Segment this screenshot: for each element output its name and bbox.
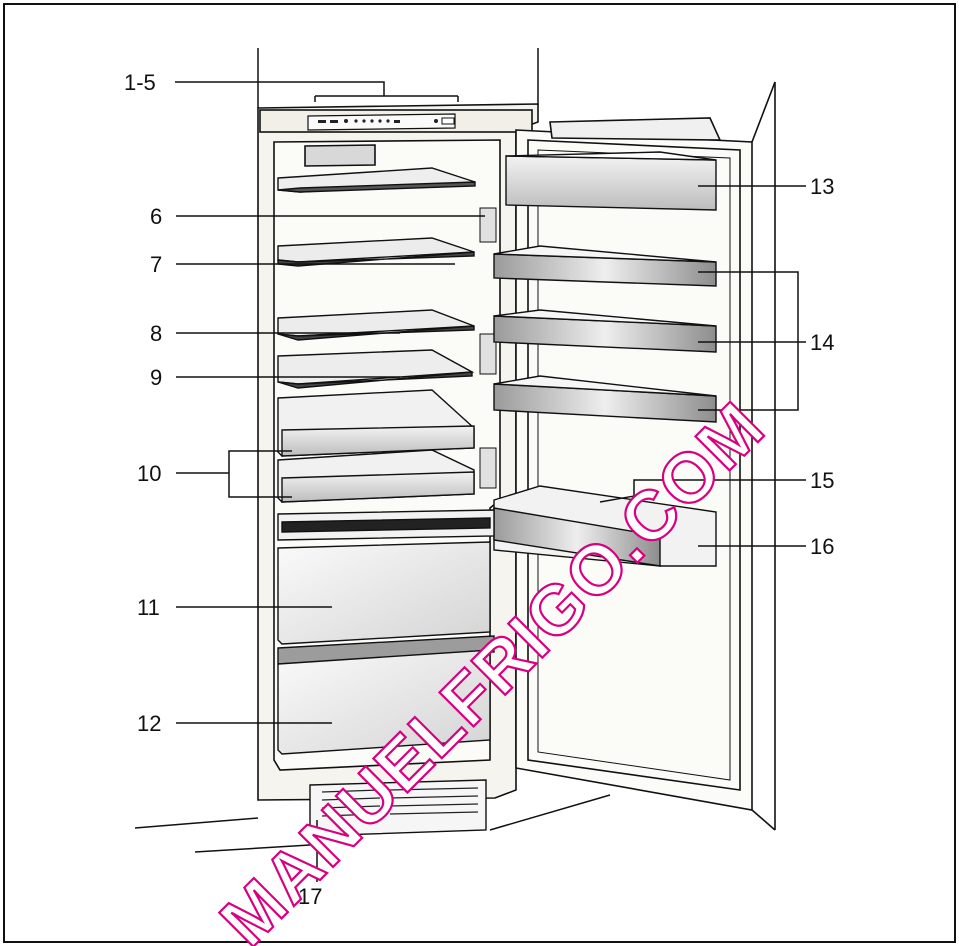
callout-16: 16 xyxy=(810,534,834,559)
bottom-drawers xyxy=(277,541,495,755)
callout-17: 17 xyxy=(298,884,322,909)
door xyxy=(515,81,776,831)
callout-7: 7 xyxy=(150,252,162,277)
door-bins xyxy=(493,151,717,567)
callout-15: 15 xyxy=(810,468,834,493)
callout-12: 12 xyxy=(137,711,161,736)
cabinet-niche xyxy=(134,48,611,853)
leader-lines xyxy=(175,81,806,882)
callout-1-5: 1-5 xyxy=(124,70,156,95)
callout-8: 8 xyxy=(150,321,162,346)
callout-13: 13 xyxy=(810,174,834,199)
callout-6: 6 xyxy=(150,204,162,229)
callout-9: 9 xyxy=(150,365,162,390)
crisper-drawers xyxy=(277,389,495,541)
callouts: 1-5 6 7 8 9 10 11 12 13 14 15 16 17 xyxy=(124,70,834,909)
callout-10: 10 xyxy=(137,461,161,486)
control-buttons xyxy=(318,117,455,125)
glass-shelves xyxy=(277,167,497,489)
base-grille xyxy=(309,779,487,837)
figure-border xyxy=(3,3,956,943)
callout-11: 11 xyxy=(137,595,160,620)
callout-14: 14 xyxy=(810,330,834,355)
